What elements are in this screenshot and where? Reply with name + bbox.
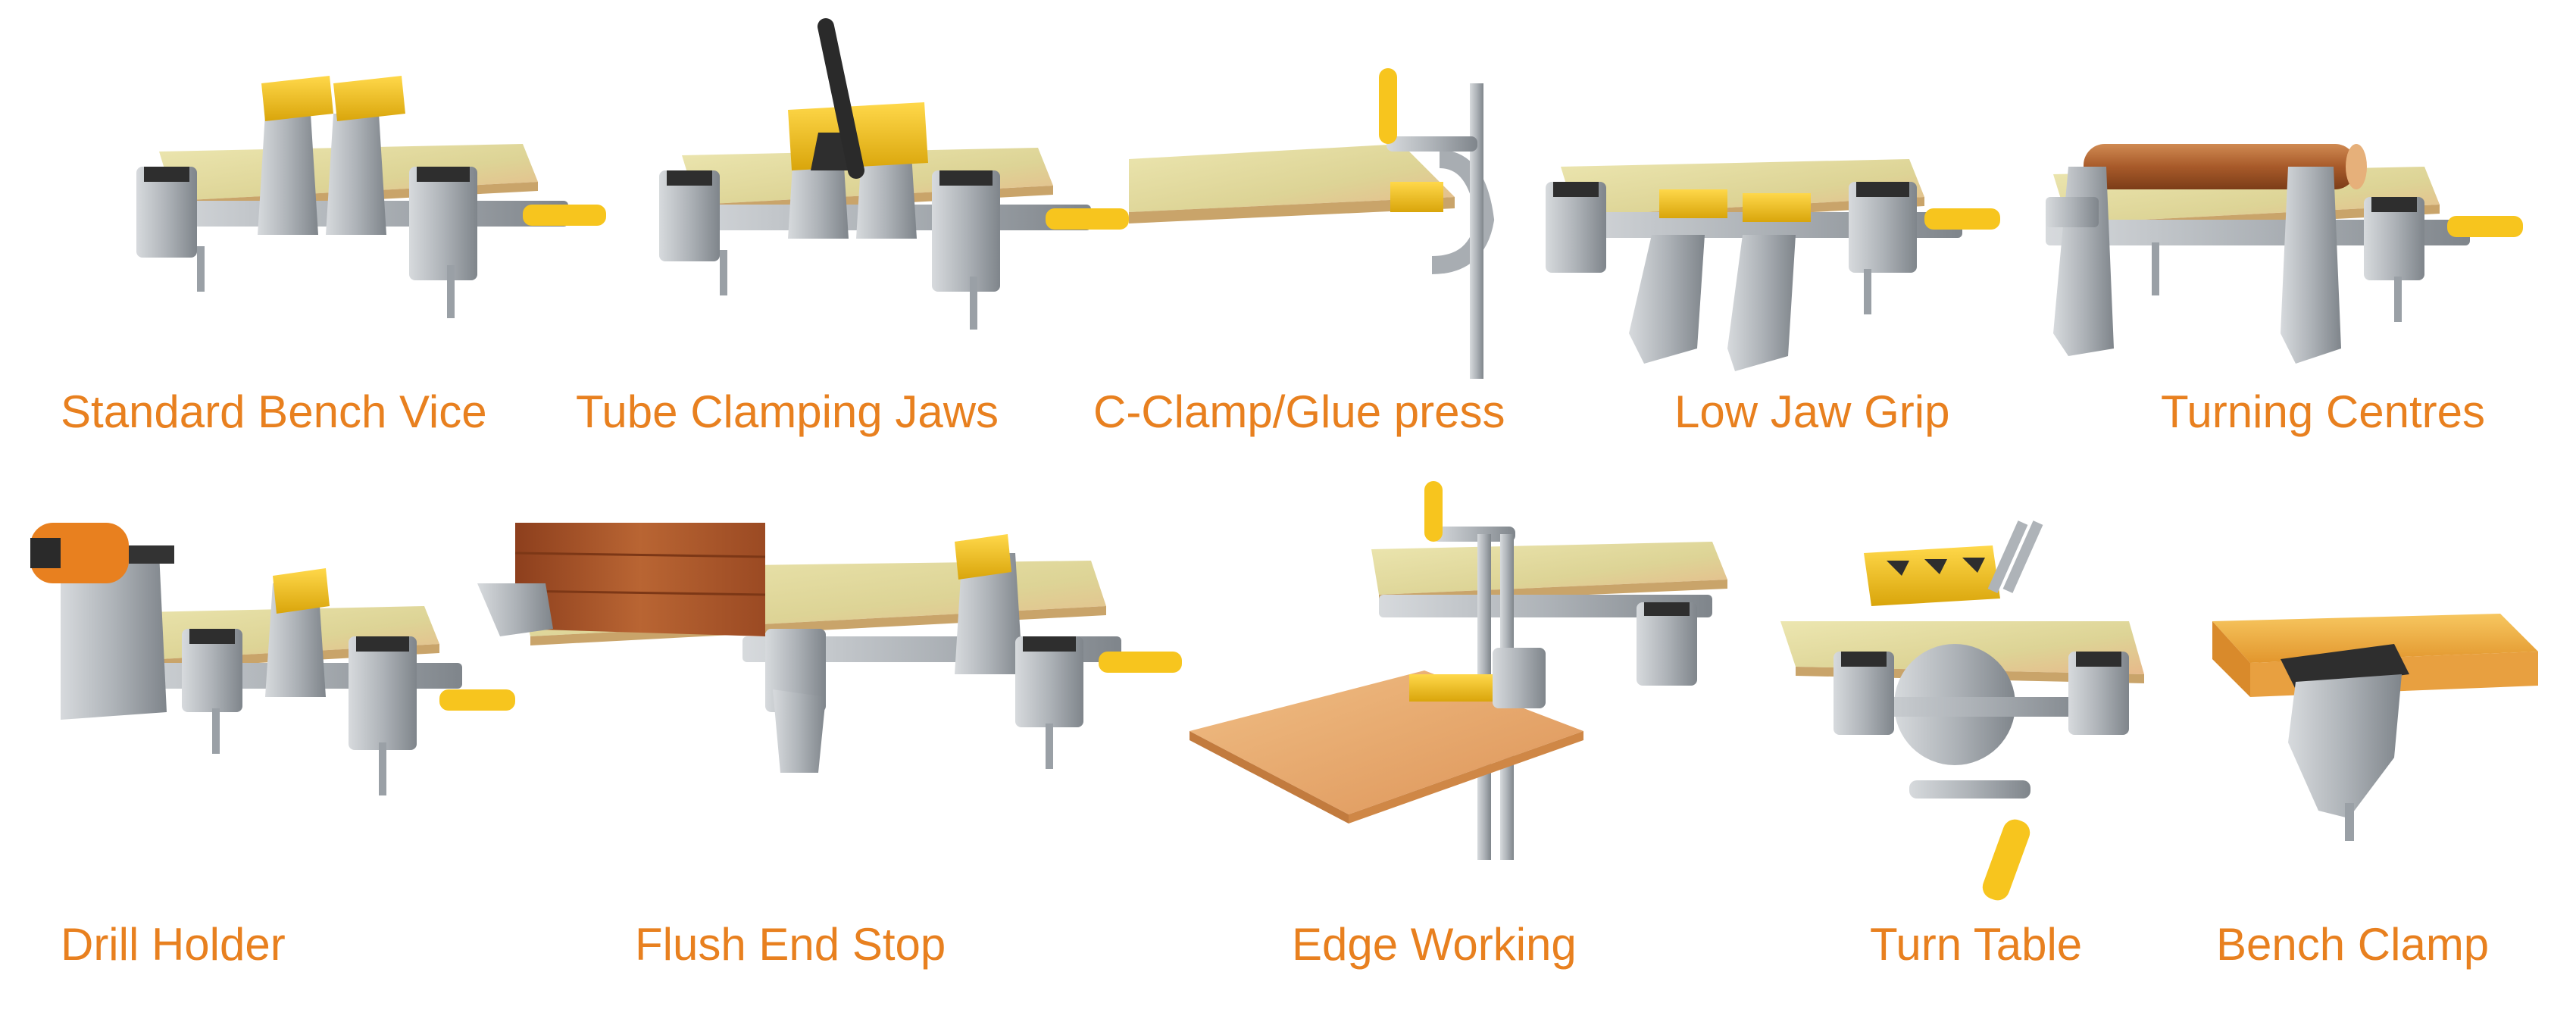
item-caption: Low Jaw Grip bbox=[1674, 386, 1950, 437]
turning-centres-illustration bbox=[2038, 121, 2523, 394]
flush-end-stop-illustration bbox=[470, 523, 1197, 788]
bench-clamp-icon bbox=[2212, 614, 2538, 841]
item-caption: Bench Clamp bbox=[2216, 919, 2490, 970]
item-caption: Edge Working bbox=[1292, 919, 1577, 970]
turn-table-icon bbox=[1780, 520, 2144, 901]
item-caption: Standard Bench Vice bbox=[61, 386, 487, 437]
item-caption: Turning Centres bbox=[2161, 386, 2485, 437]
bench-vice-icon bbox=[136, 76, 606, 318]
edge-working-icon bbox=[1190, 481, 1727, 860]
tube-clamp-icon bbox=[659, 18, 1129, 330]
drill-holder-illustration bbox=[30, 515, 515, 833]
c-clamp-illustration bbox=[1121, 68, 1515, 386]
flush-end-stop-icon bbox=[477, 523, 1182, 773]
low-jaw-illustration bbox=[1546, 136, 2000, 386]
turn-table-illustration bbox=[1773, 515, 2167, 909]
item-caption: Turn Table bbox=[1870, 919, 2083, 970]
item-caption: Flush End Stop bbox=[635, 919, 946, 970]
bench-vice-illustration bbox=[114, 53, 614, 371]
turning-centres-icon bbox=[2046, 144, 2523, 364]
item-caption: C-Clamp/Glue press bbox=[1093, 386, 1505, 437]
bench-clamp-illustration bbox=[2205, 591, 2546, 841]
tube-clamp-illustration bbox=[644, 18, 1129, 375]
edge-working-illustration bbox=[1182, 481, 1735, 867]
low-jaw-icon bbox=[1546, 159, 2000, 371]
drill-holder-icon bbox=[30, 523, 515, 795]
item-caption: Drill Holder bbox=[61, 919, 286, 970]
c-clamp-icon bbox=[1129, 68, 1495, 379]
item-caption: Tube Clamping Jaws bbox=[576, 386, 999, 437]
